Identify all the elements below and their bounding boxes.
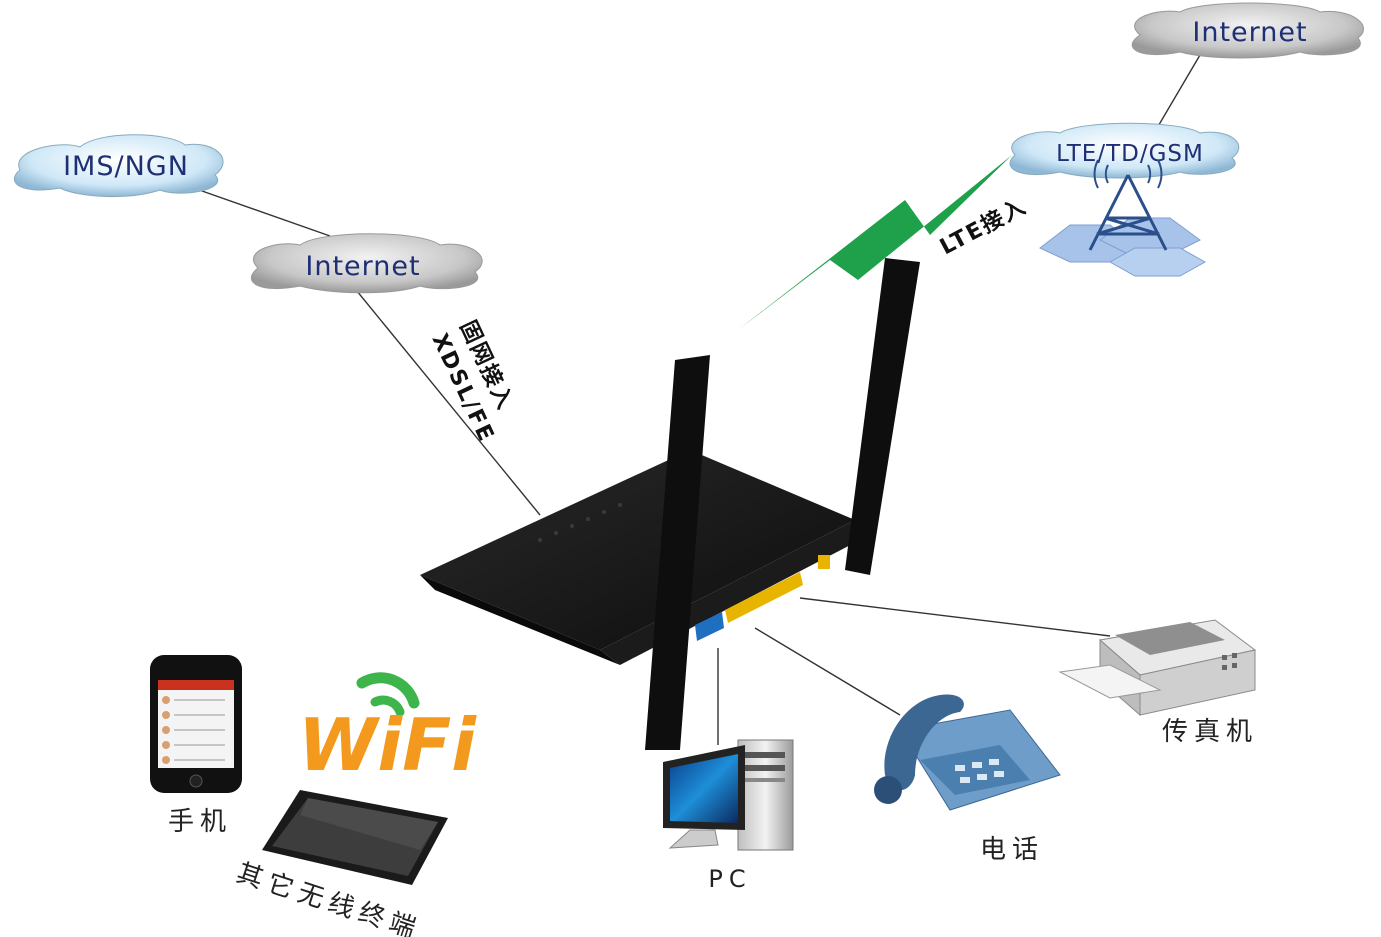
phone-label: 手机	[168, 807, 232, 837]
line-router-to-fax	[799, 597, 1111, 637]
mobile-phone-icon	[150, 655, 242, 793]
ims-ngn-cloud: IMS/NGN	[13, 134, 224, 198]
pc-label: PC	[708, 865, 751, 893]
lte-access-label: LTE接入	[936, 194, 1031, 260]
line-router-to-phone	[754, 627, 901, 716]
router-icon	[420, 258, 920, 750]
lte-wireless-bolt-icon	[738, 155, 1012, 330]
fax-label: 传真机	[1162, 717, 1258, 747]
connection-lines	[184, 54, 1201, 745]
line-ims-to-internet	[184, 184, 331, 237]
internet-top-right-label: Internet	[1192, 17, 1307, 48]
internet-cloud-top-right: Internet	[1131, 2, 1364, 59]
tablet-icon	[262, 790, 448, 885]
internet-left-label: Internet	[305, 251, 420, 282]
lte-td-gsm-cloud: LTE/TD/GSM	[1009, 122, 1240, 179]
lte-td-gsm-label: LTE/TD/GSM	[1056, 141, 1204, 167]
fixed-line-labels: 固网接入 XDSL/FE	[427, 317, 518, 447]
internet-cloud-left: Internet	[251, 233, 483, 294]
line-internet-to-router	[351, 284, 541, 516]
telephone-label: 电话	[980, 835, 1044, 865]
pc-icon	[663, 739, 794, 851]
cell-tower-icon	[1039, 159, 1207, 277]
wifi-logo-icon: WiFi	[298, 672, 477, 787]
ims-ngn-label: IMS/NGN	[63, 151, 189, 182]
wifi-logo-text: WiFi	[298, 703, 477, 787]
telephone-icon	[874, 694, 1061, 811]
fax-machine-icon	[1058, 619, 1257, 717]
